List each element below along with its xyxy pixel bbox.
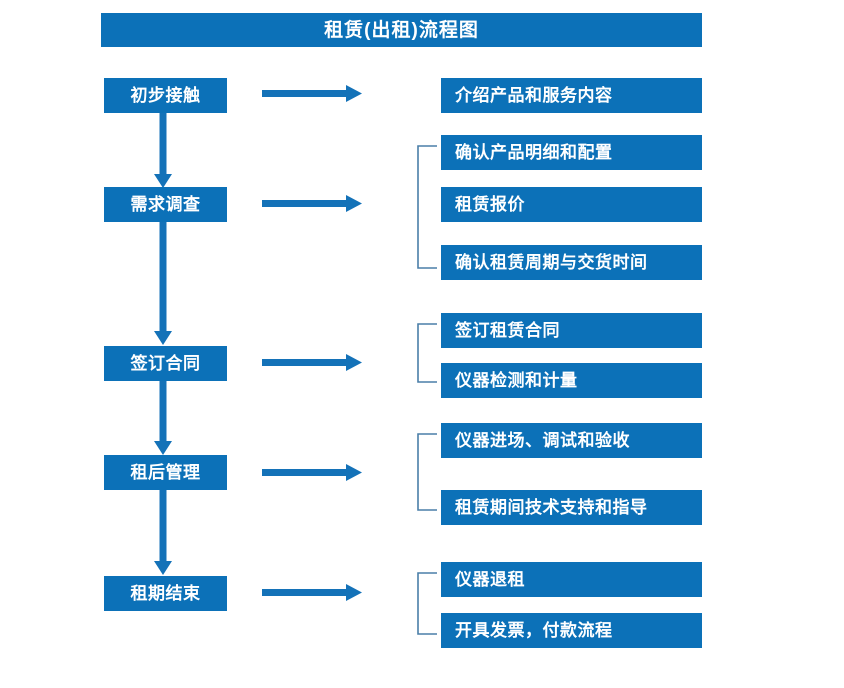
detail-label-5-1: 仪器退租 xyxy=(455,570,525,589)
flowchart-title-banner: 租赁(出租)流程图 xyxy=(101,13,702,47)
stage-label-1: 初步接触 xyxy=(130,86,201,105)
detail-label-2-2: 租赁报价 xyxy=(455,195,525,214)
stage-label-5: 租期结束 xyxy=(130,584,201,603)
bracket-group3 xyxy=(417,323,437,383)
detail-box-confirm-lease-period[interactable]: 确认租赁周期与交货时间 xyxy=(441,245,702,280)
detail-box-invoice-payment[interactable]: 开具发票，付款流程 xyxy=(441,613,702,648)
detail-label-2-3: 确认租赁周期与交货时间 xyxy=(455,253,648,272)
detail-label-1-1: 介绍产品和服务内容 xyxy=(455,86,613,105)
detail-box-instrument-delivery[interactable]: 仪器进场、调试和验收 xyxy=(441,423,702,458)
detail-box-sign-lease-contract[interactable]: 签订租赁合同 xyxy=(441,313,702,348)
horizontal-arrow-stage1 xyxy=(262,85,362,102)
page-title: 租赁(出租)流程图 xyxy=(324,19,479,41)
detail-box-technical-support[interactable]: 租赁期间技术支持和指导 xyxy=(441,490,702,525)
detail-box-instrument-return[interactable]: 仪器退租 xyxy=(441,562,702,597)
bracket-group4 xyxy=(417,433,437,511)
horizontal-arrow-stage4 xyxy=(262,464,362,481)
horizontal-arrow-stage3 xyxy=(262,354,362,371)
stage-box-initial-contact[interactable]: 初步接触 xyxy=(104,78,227,113)
detail-label-4-2: 租赁期间技术支持和指导 xyxy=(455,498,648,517)
detail-box-lease-quotation[interactable]: 租赁报价 xyxy=(441,187,702,222)
stage-label-3: 签订合同 xyxy=(130,354,201,373)
horizontal-arrow-stage2 xyxy=(262,195,362,212)
bracket-group5 xyxy=(417,572,437,635)
stage-label-2: 需求调查 xyxy=(130,195,201,214)
detail-label-3-1: 签订租赁合同 xyxy=(455,321,560,340)
detail-label-4-1: 仪器进场、调试和验收 xyxy=(455,431,630,450)
detail-box-confirm-product-spec[interactable]: 确认产品明细和配置 xyxy=(441,135,702,170)
stage-box-lease-end[interactable]: 租期结束 xyxy=(104,576,227,611)
detail-box-instrument-inspection[interactable]: 仪器检测和计量 xyxy=(441,363,702,398)
vertical-arrow-stage1-to-stage2 xyxy=(154,112,172,188)
vertical-arrow-stage2-to-stage3 xyxy=(154,222,172,345)
detail-label-3-2: 仪器检测和计量 xyxy=(455,371,578,390)
stage-label-4: 租后管理 xyxy=(130,463,201,482)
detail-label-2-1: 确认产品明细和配置 xyxy=(455,143,613,162)
stage-box-requirement-survey[interactable]: 需求调查 xyxy=(104,187,227,222)
stage-box-sign-contract[interactable]: 签订合同 xyxy=(104,346,227,381)
horizontal-arrow-stage5 xyxy=(262,584,362,601)
vertical-arrow-stage3-to-stage4 xyxy=(154,380,172,455)
detail-label-5-2: 开具发票，付款流程 xyxy=(455,621,613,640)
detail-box-introduce-products[interactable]: 介绍产品和服务内容 xyxy=(441,78,702,113)
stage-box-post-lease-management[interactable]: 租后管理 xyxy=(104,455,227,490)
bracket-group2 xyxy=(417,145,437,269)
vertical-arrow-stage4-to-stage5 xyxy=(154,490,172,575)
